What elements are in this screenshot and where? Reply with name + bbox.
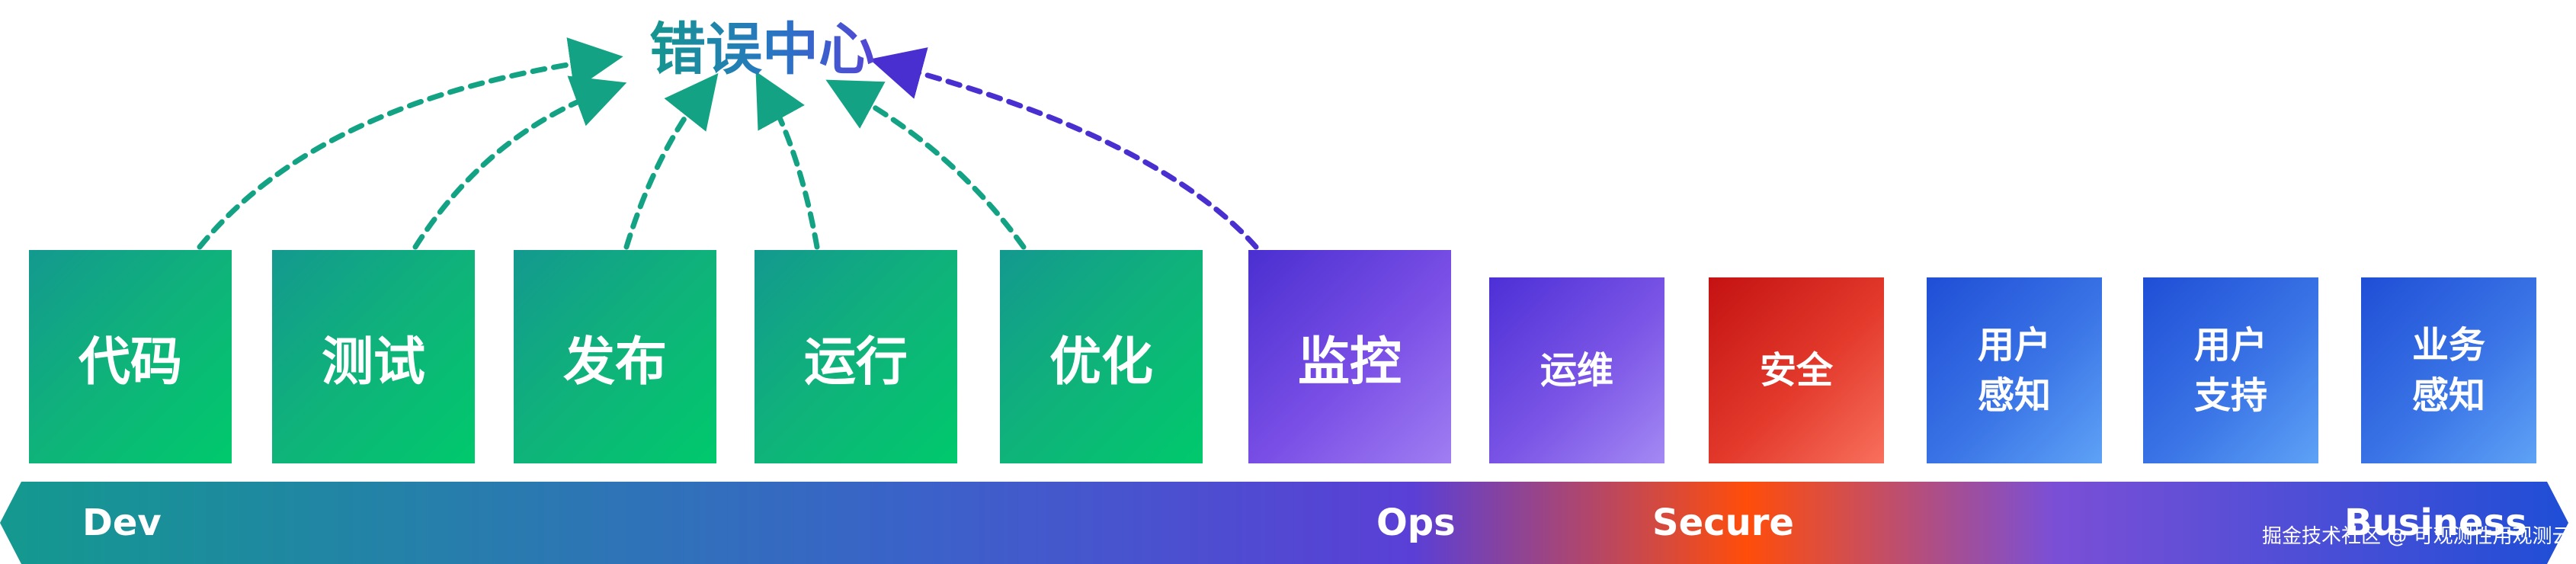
stage-code: 代码 [29, 250, 232, 463]
stage-release: 发布 [514, 250, 716, 463]
box-ops: 运维 [1489, 277, 1664, 463]
arrow-run-to-center [755, 71, 820, 250]
arrow-optimize-to-center [825, 79, 1027, 250]
arrow-release-to-center [623, 73, 719, 250]
error-center-title: 错误中心 [640, 8, 884, 91]
stage-monitor: 监控 [1248, 250, 1451, 463]
band-label-ops: Ops [1376, 502, 1456, 544]
box-security: 安全 [1709, 277, 1884, 463]
box-user-perception: 用户感知 [1927, 277, 2102, 463]
band-label-business: Business [2344, 502, 2527, 544]
devsecops-band [0, 482, 2568, 564]
band-label-dev: Dev [82, 502, 162, 544]
arrow-code-to-center [197, 37, 623, 250]
stage-run: 运行 [755, 250, 957, 463]
arrow-monitor-to-center [869, 47, 1259, 250]
stage-optimize: 优化 [1000, 250, 1203, 463]
band-label-secure: Secure [1652, 502, 1794, 544]
stage-test: 测试 [272, 250, 475, 463]
watermark: 掘金技术社区 @ 可观测性用观测云 [2262, 525, 2572, 548]
box-user-support: 用户支持 [2143, 277, 2318, 463]
arrow-test-to-center [412, 75, 627, 250]
box-business-perception: 业务感知 [2361, 277, 2536, 463]
